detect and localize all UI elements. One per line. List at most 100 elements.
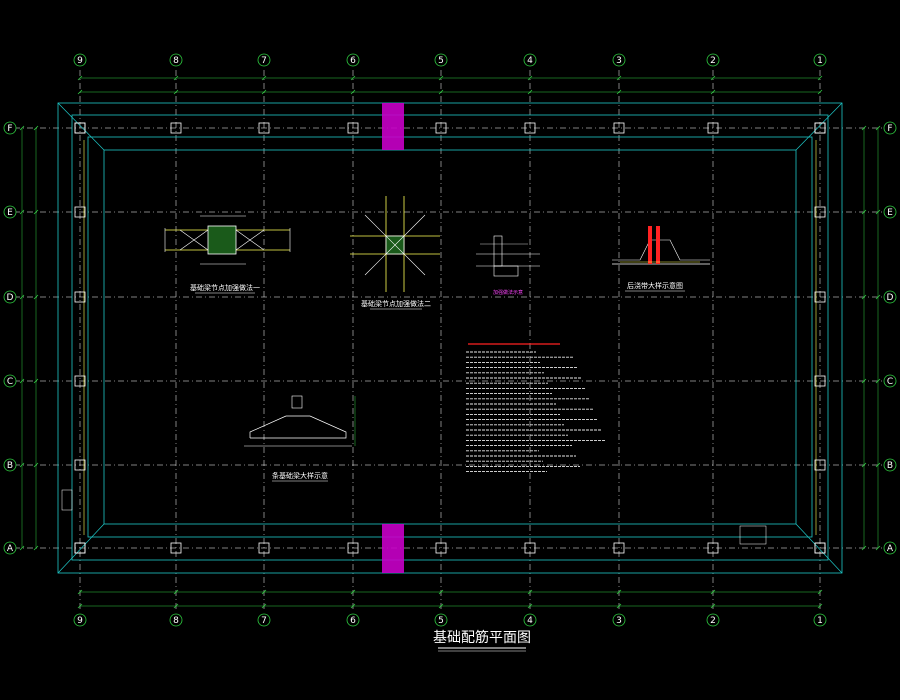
axis-label: 5 [438, 616, 444, 626]
axis-bubble [3, 458, 17, 472]
axis-label: 9 [77, 616, 83, 626]
grid-layer [14, 70, 886, 612]
dimension-tick [33, 462, 39, 468]
axis-label: 6 [350, 56, 356, 66]
dimension-tick [438, 589, 444, 595]
beam-diagonal [57, 523, 105, 574]
axis-label: A [7, 544, 14, 554]
design-notes-block [466, 343, 605, 473]
dimension-tick [616, 89, 622, 95]
axis-label: D [7, 293, 14, 303]
detail-beam-joint-1: 基础梁节点加强做法一 [164, 215, 291, 294]
beam-frame [57, 102, 843, 574]
post-cast-strip [382, 524, 404, 573]
dimension-tick [33, 545, 39, 551]
dimension-tick [875, 125, 881, 131]
dimension-tick [350, 89, 356, 95]
dimension-tick [261, 89, 267, 95]
axis-bubble [73, 53, 87, 67]
dimension-tick [33, 294, 39, 300]
column [74, 122, 86, 134]
dimension-tick [875, 545, 881, 551]
axis-bubble [434, 613, 448, 627]
axis-bubble [883, 121, 897, 135]
column [74, 375, 86, 387]
dimension-tick [438, 603, 444, 609]
column [435, 542, 447, 554]
dimension-tick [19, 378, 25, 384]
dimension-tick [33, 125, 39, 131]
dimension-tick [527, 75, 533, 81]
axis-label: 3 [616, 56, 622, 66]
detail-beam-joint-2: 基础梁节点加强做法二 [350, 196, 440, 310]
axis-bubble [169, 613, 183, 627]
axis-bubble [706, 613, 720, 627]
dimension-tick [861, 545, 867, 551]
detail-5-caption: 条基础梁大样示意 [272, 471, 328, 480]
axis-label: B [887, 461, 893, 471]
column [258, 542, 270, 554]
dimension-tick [817, 89, 823, 95]
axis-label: 1 [817, 56, 823, 66]
axis-bubble [883, 458, 897, 472]
dimension-tick [861, 378, 867, 384]
dimension-tick [19, 294, 25, 300]
dimension-tick [19, 545, 25, 551]
column [170, 542, 182, 554]
dimension-tick [616, 589, 622, 595]
dimension-tick [710, 75, 716, 81]
axis-bubble [813, 53, 827, 67]
dimension-tick [33, 378, 39, 384]
axis-label: E [7, 208, 13, 218]
columns [74, 122, 826, 554]
column [814, 542, 826, 554]
detail-post-cast-strip: 后浇带大样示意图 [612, 226, 710, 292]
dimension-tick [350, 603, 356, 609]
column [814, 459, 826, 471]
column [814, 206, 826, 218]
dimension-tick [261, 589, 267, 595]
column [524, 542, 536, 554]
column [170, 122, 182, 134]
dimension-tick [527, 589, 533, 595]
detail-small-section: 加强做法示意 [476, 235, 540, 296]
dimension-tick [875, 462, 881, 468]
detail-3-caption: 加强做法示意 [493, 289, 523, 296]
column [74, 206, 86, 218]
detail-1-caption: 基础梁节点加强做法一 [190, 283, 260, 292]
dimension-tick [817, 75, 823, 81]
column [707, 542, 719, 554]
column [814, 375, 826, 387]
axis-label: 2 [710, 616, 716, 626]
dimension-tick [875, 209, 881, 215]
dimension-tick [261, 603, 267, 609]
dimension-tick [527, 89, 533, 95]
dimension-tick [438, 89, 444, 95]
axis-label: 1 [817, 616, 823, 626]
column [524, 122, 536, 134]
axis-label: C [887, 377, 893, 387]
axis-label: E [887, 208, 893, 218]
legend-box [739, 525, 767, 545]
beam-diagonal [57, 102, 105, 151]
axis-label: F [7, 124, 12, 134]
axis-bubble [73, 613, 87, 627]
post-cast-strip-hatch [382, 103, 404, 573]
axis-bubble [3, 541, 17, 555]
axis-label: 8 [173, 56, 179, 66]
beam-diagonal [795, 523, 843, 574]
column [814, 122, 826, 134]
axis-label: 2 [710, 56, 716, 66]
axis-bubble [434, 53, 448, 67]
axis-bubble [3, 374, 17, 388]
axis-bubble [3, 205, 17, 219]
axis-bubble [612, 53, 626, 67]
axis-bubble [169, 53, 183, 67]
dimension-tick [173, 89, 179, 95]
beam-diagonal [795, 102, 843, 151]
detail-4-caption: 后浇带大样示意图 [627, 281, 683, 290]
column [814, 291, 826, 303]
column [347, 122, 359, 134]
axis-label: 4 [527, 56, 533, 66]
dimension-tick [861, 462, 867, 468]
